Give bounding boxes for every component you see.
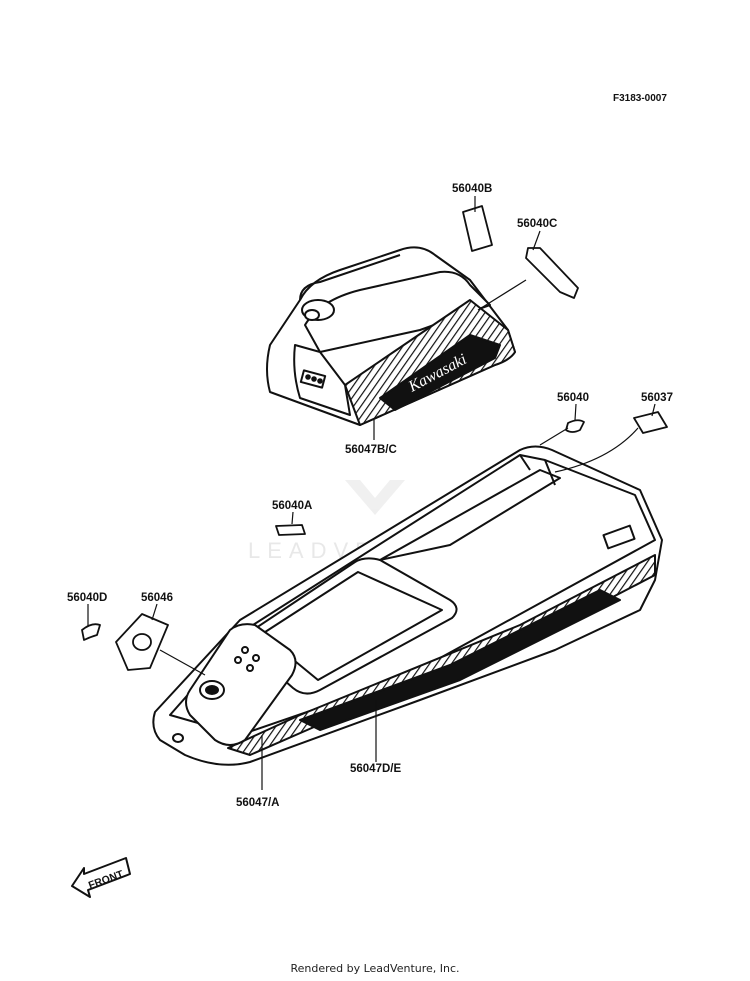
label-56047BC: 56047B/C <box>345 444 397 456</box>
front-arrow-icon <box>71 857 131 898</box>
part-labels: 56040B 56040C 56047B/C 56040 56037 56040… <box>67 183 673 809</box>
label-56037-shape <box>633 411 668 434</box>
label-56040D: 56040D <box>67 592 107 604</box>
label-56047DE: 56047D/E <box>350 763 401 775</box>
decal-parts <box>81 205 668 671</box>
label-56040A: 56040A <box>272 500 312 512</box>
decal-56040-shape <box>565 419 585 433</box>
hatch-cover <box>266 246 516 426</box>
front-arrow: FRONT <box>71 857 131 898</box>
decal-56040C-shape <box>525 247 579 299</box>
label-56046: 56046 <box>141 592 173 604</box>
label-56040B: 56040B <box>452 183 492 195</box>
label-56040C: 56040C <box>517 218 557 230</box>
decal-56040A-shape <box>275 524 306 536</box>
label-56040: 56040 <box>557 392 589 404</box>
footer-credit: Rendered by LeadVenture, Inc. <box>290 962 460 975</box>
leader-lines <box>87 196 656 790</box>
hull <box>152 445 663 766</box>
decal-56040B-shape <box>462 205 493 252</box>
label-56037: 56037 <box>641 392 673 404</box>
label-56047A: 56047/A <box>236 797 279 809</box>
figure-id: F3183-0007 <box>613 93 667 104</box>
decal-56040D-shape <box>81 623 101 641</box>
